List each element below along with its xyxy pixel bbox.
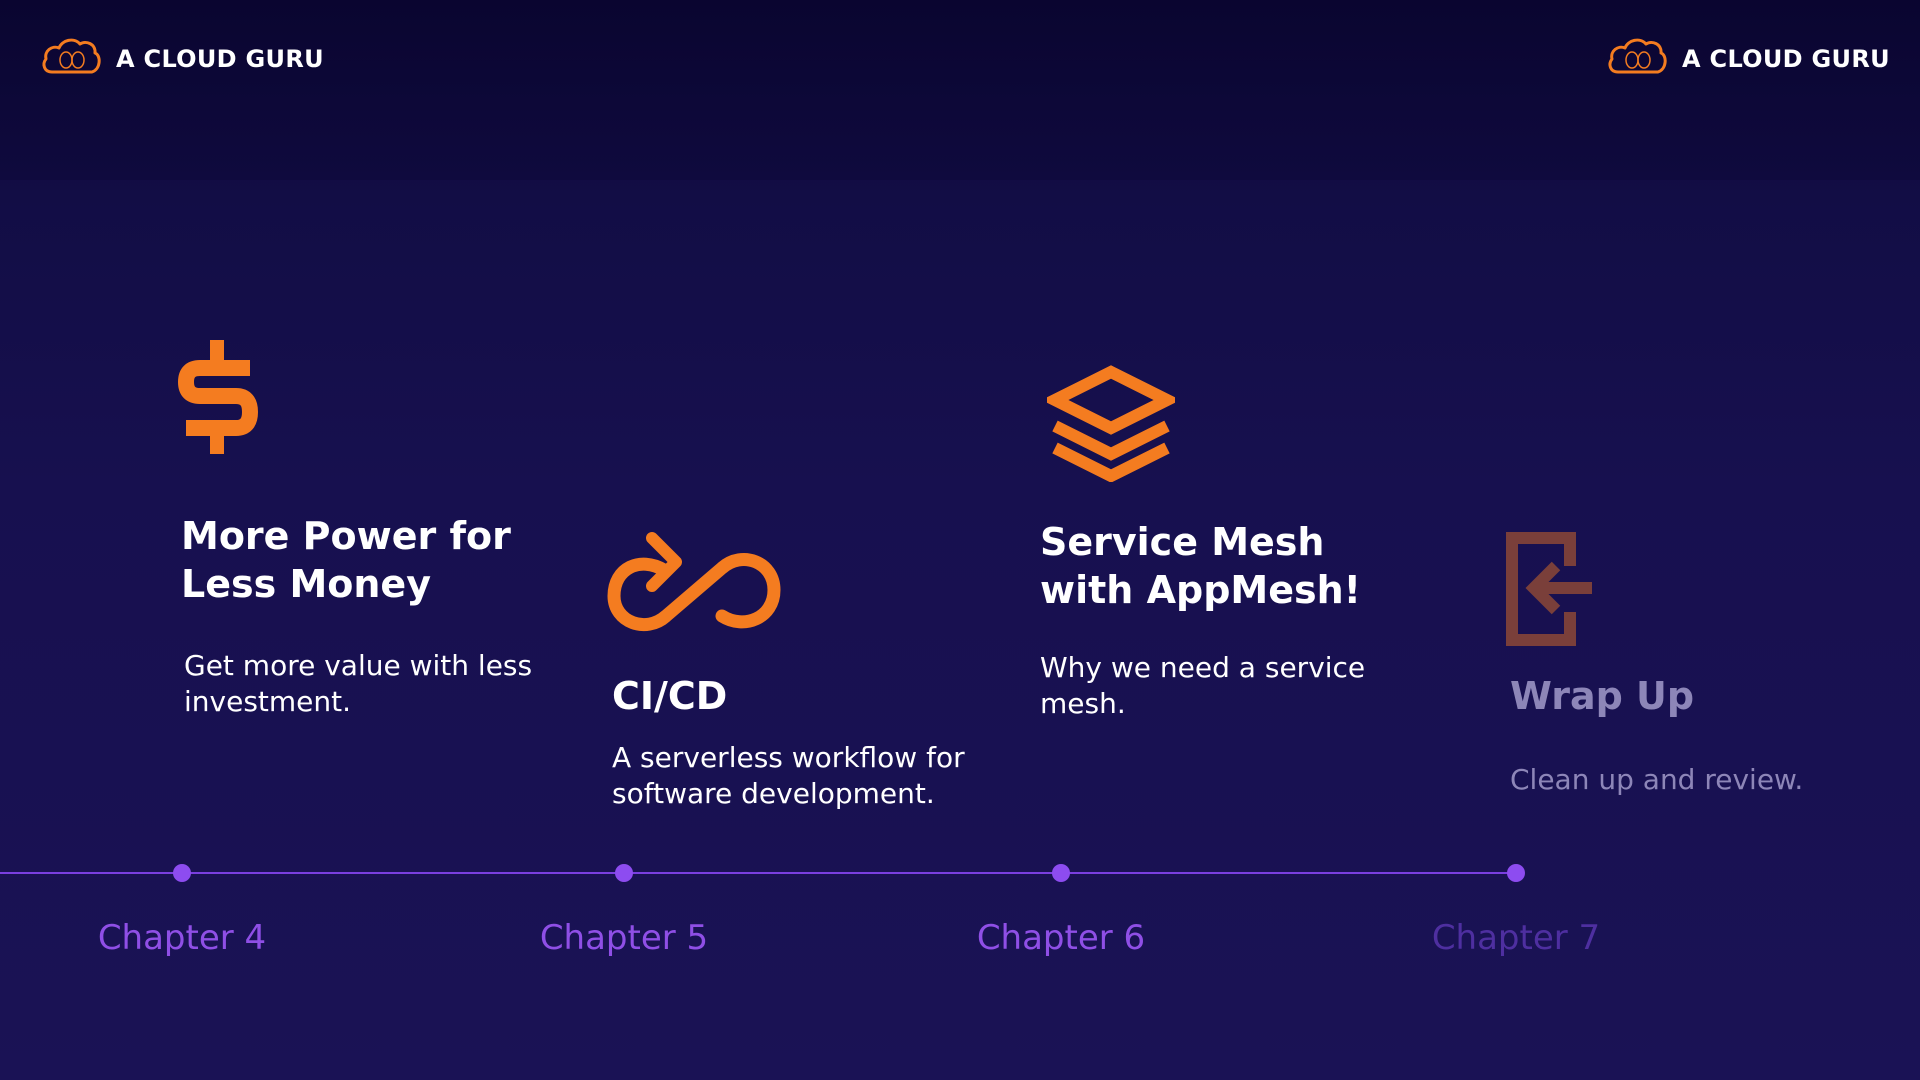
layers-icon — [1041, 364, 1181, 487]
timeline-dot-chapter-6 — [1052, 864, 1070, 882]
logo-left: A CLOUD GURU — [40, 36, 324, 81]
exit-arrow-icon — [1504, 530, 1598, 653]
logo-right: A CLOUD GURU — [1606, 36, 1890, 81]
infinity-cycle-icon — [604, 532, 784, 655]
card-title-wrapup: Wrap Up — [1510, 674, 1695, 718]
logo-text-right: A CLOUD GURU — [1682, 44, 1890, 73]
header-band — [0, 0, 1920, 180]
chapter-label-4: Chapter 4 — [97, 918, 267, 958]
timeline-dot-chapter-4 — [173, 864, 191, 882]
timeline-line — [0, 872, 1516, 874]
cloud-icon — [40, 36, 102, 81]
card-title-cicd: CI/CD — [612, 674, 728, 718]
card-desc-wrapup: Clean up and review. — [1510, 763, 1804, 796]
chapter-label-7: Chapter 7 — [1431, 918, 1601, 958]
logo-text-left: A CLOUD GURU — [116, 44, 324, 73]
dollar-icon — [178, 338, 258, 461]
chapter-label-6: Chapter 6 — [976, 918, 1146, 958]
timeline-dot-chapter-5 — [615, 864, 633, 882]
timeline-dot-chapter-7 — [1507, 864, 1525, 882]
cloud-icon — [1606, 36, 1668, 81]
chapter-label-5: Chapter 5 — [539, 918, 709, 958]
